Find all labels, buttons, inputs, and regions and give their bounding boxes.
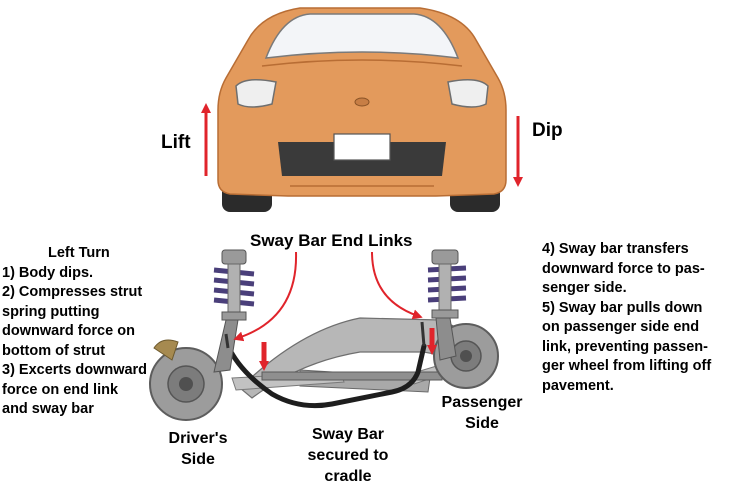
sway-bar-line-1: Sway Bar — [311, 426, 385, 443]
left-notes-line: and sway bar — [2, 401, 94, 417]
dip-label: Dip — [532, 120, 563, 141]
passenger-side-line-1: Passenger — [441, 394, 523, 411]
left-notes-line: 1) Body dips. — [2, 264, 94, 281]
right-notes-line: link, preventing passen- — [542, 338, 708, 355]
drivers-side-line-1: Driver's — [168, 430, 228, 447]
drivers-side-label: Driver's Side — [158, 428, 238, 470]
left-notes-line: 2) Compresses strut — [2, 284, 143, 300]
end-links-label: Sway Bar End Links — [250, 231, 413, 250]
left-turn-notes: Left Turn 1) Body dips. 2) Compresses st… — [2, 244, 170, 420]
pointer-arrow-right — [371, 251, 423, 320]
right-notes-line: pavement. — [542, 377, 614, 394]
left-notes-line: 3) Excerts downward — [2, 362, 148, 378]
left-notes-line: spring putting — [2, 303, 100, 320]
right-notes-line: downward force to pas- — [542, 260, 705, 277]
sway-bar-line-3: cradle — [324, 468, 372, 485]
right-notes-line: ger wheel from lifting off — [542, 358, 712, 374]
left-notes-title: Left Turn — [48, 245, 110, 261]
left-notes-line: bottom of strut — [2, 342, 106, 359]
pointer-arrow-left — [233, 251, 298, 342]
car-front — [217, 7, 507, 212]
passenger-side-label: Passenger Side — [428, 392, 536, 434]
drivers-side-line-2: Side — [181, 451, 215, 468]
left-notes-line: force on end link — [2, 381, 119, 398]
passenger-notes: 4) Sway bar transfers downward force to … — [542, 240, 740, 396]
suspension-assembly — [149, 249, 499, 421]
passenger-side-line-2: Side — [465, 415, 499, 432]
left-notes-line: downward force on — [2, 323, 135, 339]
right-notes-line: senger side. — [542, 280, 627, 296]
right-notes-line: 5) Sway bar pulls down — [542, 299, 703, 316]
right-notes-line: on passenger side end — [542, 319, 700, 335]
right-notes-line: 4) Sway bar transfers — [542, 241, 689, 257]
sway-bar-label: Sway Bar secured to cradle — [296, 424, 400, 487]
lift-label: Lift — [161, 132, 191, 153]
sway-bar-line-2: secured to — [307, 447, 389, 464]
